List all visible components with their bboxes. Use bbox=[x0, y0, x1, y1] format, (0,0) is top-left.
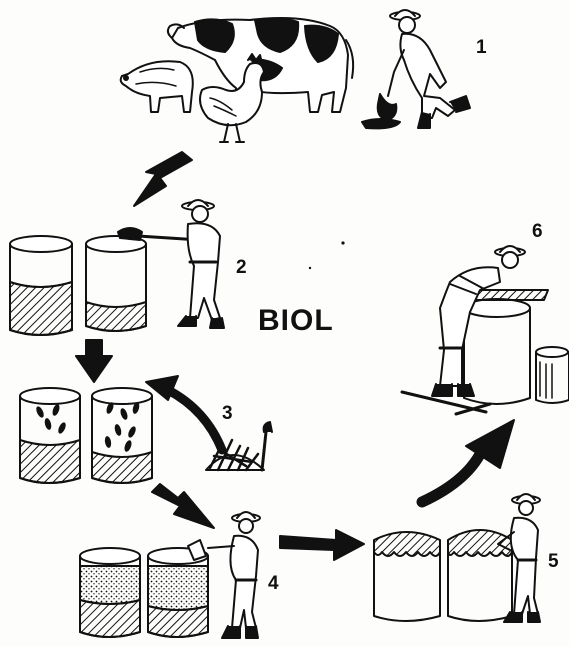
farmer-standing-figure bbox=[498, 494, 540, 622]
step-5-scene bbox=[374, 494, 540, 622]
arrow-3-to-barrels bbox=[146, 376, 222, 450]
barrel-3b bbox=[92, 388, 152, 483]
speck bbox=[341, 241, 344, 244]
farmer-sieving-figure bbox=[432, 246, 525, 396]
barrel-4b bbox=[148, 548, 208, 637]
step-4-label: 4 bbox=[268, 574, 279, 593]
step-1-scene bbox=[121, 10, 470, 142]
small-bucket bbox=[536, 347, 569, 403]
farmer-digging-figure bbox=[362, 10, 470, 128]
step-1-label: 1 bbox=[476, 38, 487, 57]
step-4-scene bbox=[80, 512, 260, 638]
barrel-2a bbox=[10, 236, 72, 335]
step-5-label: 5 bbox=[548, 552, 559, 571]
diagram-title: BIOL bbox=[258, 306, 334, 336]
barrel-2b bbox=[86, 236, 146, 331]
arrow-2-to-3 bbox=[76, 340, 112, 382]
barrel-4a bbox=[80, 548, 140, 637]
sheep-illustration bbox=[121, 61, 193, 112]
arrow-5-to-6 bbox=[422, 420, 514, 502]
arrow-1-to-2 bbox=[134, 152, 192, 206]
arrow-3-to-4 bbox=[152, 484, 214, 528]
barrel-3a bbox=[20, 388, 80, 483]
speck bbox=[309, 267, 311, 269]
step-6-label: 6 bbox=[532, 222, 543, 241]
covered-barrel-5a bbox=[374, 532, 440, 621]
step-3-scene bbox=[20, 388, 272, 483]
step-6-scene bbox=[402, 246, 569, 414]
step-3-label: 3 bbox=[222, 404, 233, 423]
covered-barrel-5b bbox=[448, 530, 512, 621]
step-2-scene bbox=[10, 200, 224, 335]
arrow-4-to-5 bbox=[280, 530, 364, 560]
step-2-label: 2 bbox=[236, 258, 247, 277]
